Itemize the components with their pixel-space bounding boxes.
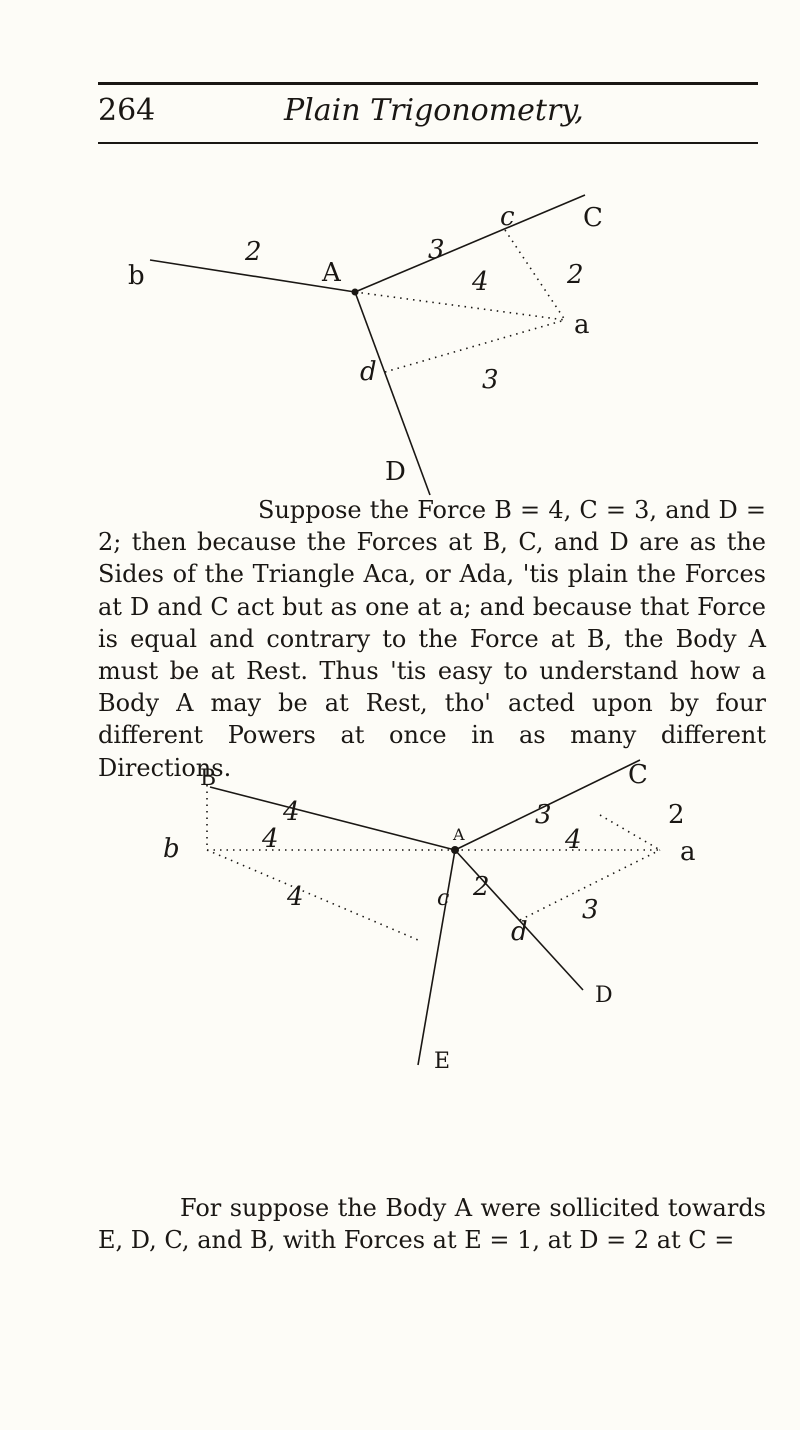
paragraph-2: For suppose the Body A were sollicited t…	[98, 1194, 766, 1255]
label-fig2b: 2	[472, 872, 490, 902]
paragraph-1: Suppose the Force B = 4, C = 3, and D = …	[98, 496, 766, 782]
line-A-D	[454, 849, 584, 991]
line-b-c	[206, 849, 419, 941]
label-b: b	[128, 261, 145, 291]
label-fig3b: 3	[482, 365, 499, 395]
label-fig4: 4	[282, 797, 300, 827]
label-fig3: 3	[428, 235, 445, 265]
label-E: E	[434, 1049, 450, 1074]
label-B: B	[200, 766, 216, 791]
line-A-C	[354, 194, 586, 293]
header-rule	[98, 142, 758, 144]
label-fig3: 3	[535, 800, 552, 830]
line-B-A	[209, 786, 456, 851]
label-D: D	[385, 457, 406, 487]
label-C: C	[628, 760, 648, 790]
line-C-a	[504, 229, 566, 321]
line-A-E	[417, 849, 456, 1066]
line-A-a	[354, 291, 566, 321]
figure-2-force-diagram: C B 4 3 2 b 4 A 4 a 4 c 2 3 d D E	[163, 759, 696, 1074]
label-d: d	[360, 357, 377, 387]
label-fig3b: 3	[582, 895, 599, 925]
top-rule	[98, 82, 758, 85]
label-fig4c: 4	[564, 825, 582, 855]
page-header: 264 Plain Trigonometry,	[98, 93, 758, 133]
label-d: d	[511, 917, 528, 947]
point-A	[451, 846, 459, 854]
label-fig4: 4	[471, 267, 489, 297]
label-C: C	[583, 203, 603, 233]
line-c-2	[599, 814, 661, 851]
label-sq2: 2	[244, 237, 262, 267]
line-b-A	[149, 259, 356, 293]
label-fig4d: 4	[286, 882, 304, 912]
running-title: Plain Trigonometry,	[284, 93, 584, 128]
figure-1-force-diagram: b 2 A 3 c C 2 4 a d 3 D	[128, 194, 603, 496]
page-number: 264	[98, 93, 156, 128]
label-b: b	[163, 834, 180, 864]
line-d-a	[384, 319, 566, 373]
label-a: a	[680, 837, 696, 867]
line-A-D	[354, 291, 431, 496]
label-fig2: 2	[668, 800, 685, 830]
label-fig4b: 4	[261, 824, 279, 854]
label-sq2b: 2	[566, 260, 584, 290]
line-d-a	[519, 849, 661, 921]
label-a: a	[574, 310, 590, 340]
label-c: c	[437, 886, 449, 911]
label-A: A	[321, 258, 342, 288]
label-c: c	[500, 202, 515, 232]
point-A	[351, 288, 359, 296]
label-A: A	[452, 825, 465, 844]
label-D: D	[595, 983, 613, 1008]
line-A-C	[454, 759, 641, 851]
